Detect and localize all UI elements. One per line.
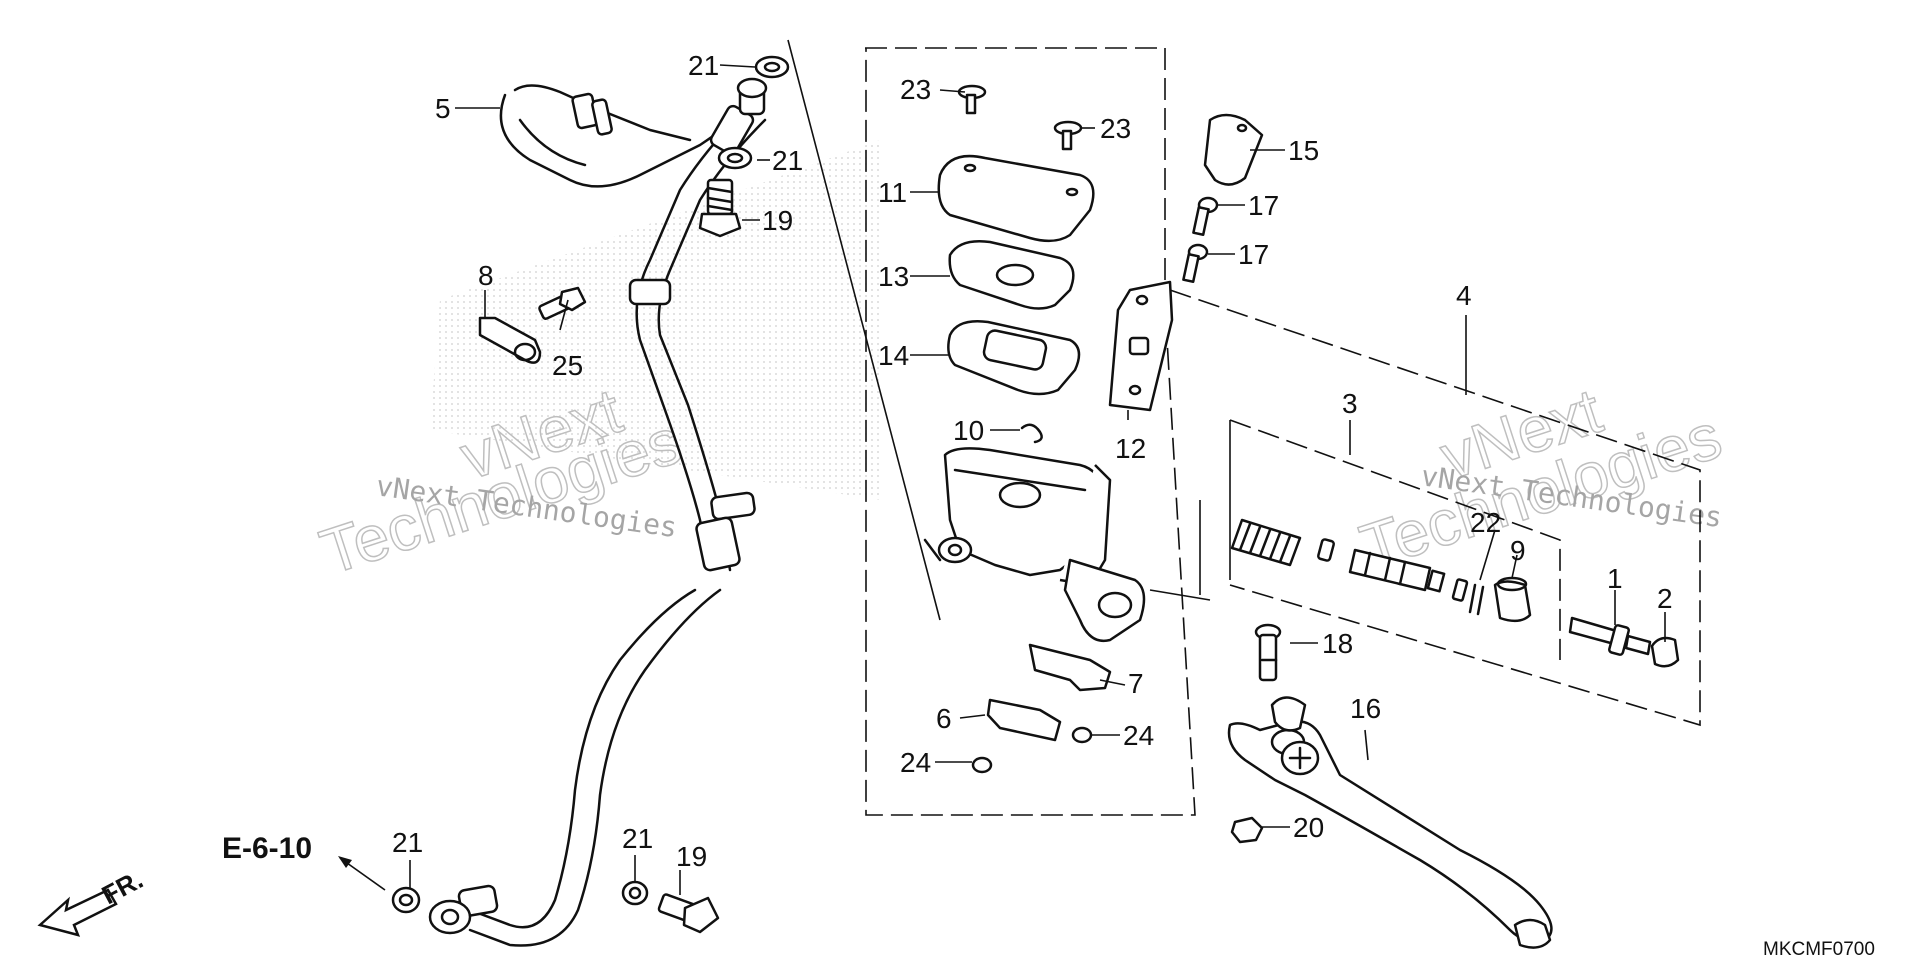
label-18: 18 <box>1322 628 1353 659</box>
label-17-lower: 17 <box>1238 239 1269 270</box>
label-19-bottom: 19 <box>676 841 707 872</box>
clip-10 <box>1020 423 1043 444</box>
label-21-top: 21 <box>688 50 719 81</box>
watermark-dot-pattern <box>430 140 880 500</box>
leader-lines <box>409 64 1666 895</box>
label-20: 20 <box>1293 812 1324 843</box>
label-3: 3 <box>1342 388 1358 419</box>
screw-23-right <box>1053 120 1083 151</box>
holder-12 <box>1108 280 1174 412</box>
washer-21-lower-left <box>391 886 421 914</box>
front-arrow-icon <box>37 888 118 937</box>
plate-13 <box>948 240 1075 310</box>
reference-arrow-icon <box>338 856 352 868</box>
reference-callout: E-6-10 <box>222 832 386 891</box>
switch-7 <box>1028 643 1112 692</box>
label-15: 15 <box>1288 135 1319 166</box>
label-1: 1 <box>1607 563 1623 594</box>
diaphragm-14 <box>947 320 1081 396</box>
screw-24-right <box>1071 726 1093 744</box>
assembly-4-outline <box>1169 289 1701 727</box>
label-24-right: 24 <box>1123 720 1154 751</box>
screw-23-left <box>957 84 987 115</box>
cap-2 <box>1650 636 1680 668</box>
spring <box>1230 518 1302 567</box>
switch-6 <box>986 698 1062 742</box>
master-cylinder-body <box>923 447 1146 643</box>
part-labels: 5 21 21 19 8 25 21 21 19 23 23 11 13 14 … <box>392 50 1673 872</box>
banjo-bolt-19-bottom <box>657 893 720 934</box>
diagram-code: MKCMF0700 <box>1763 939 1875 960</box>
piston-cup <box>1317 538 1335 562</box>
reference-label: E-6-10 <box>222 832 312 865</box>
nut-20 <box>1230 816 1264 844</box>
label-14: 14 <box>878 340 909 371</box>
label-4: 4 <box>1456 280 1472 311</box>
label-16: 16 <box>1350 693 1381 724</box>
banjo-bolt-19-top <box>698 178 742 238</box>
piston <box>1348 548 1446 593</box>
label-23-right: 23 <box>1100 113 1131 144</box>
front-direction-indicator: FR. <box>37 864 148 937</box>
washer-21-top <box>754 55 790 79</box>
lower-banjo-fitting <box>428 884 499 935</box>
seal <box>1451 578 1469 602</box>
label-24-left: 24 <box>900 747 931 778</box>
clutch-lever-16 <box>1227 696 1553 949</box>
screw-24-left <box>971 756 993 774</box>
label-17-upper: 17 <box>1248 190 1279 221</box>
watermark-right: vNext Technologies vNext Technologies <box>1351 373 1730 584</box>
washer-21-mid <box>717 146 753 170</box>
label-11: 11 <box>878 177 907 208</box>
push-rod-1 <box>1568 616 1652 656</box>
label-21-mid: 21 <box>772 145 803 176</box>
label-21-lower-left: 21 <box>392 827 423 858</box>
label-7: 7 <box>1128 668 1144 699</box>
label-5: 5 <box>435 93 451 124</box>
washer-21-lower-right <box>621 880 649 906</box>
label-22: 22 <box>1470 507 1501 538</box>
label-25: 25 <box>552 350 583 381</box>
label-21-lower-right: 21 <box>622 823 653 854</box>
pivot-bolt-18 <box>1254 623 1282 682</box>
label-10: 10 <box>953 415 984 446</box>
label-8: 8 <box>478 260 494 291</box>
screw-17-lower <box>1182 243 1209 284</box>
screw-17-upper <box>1192 196 1219 237</box>
boot-9 <box>1493 576 1532 623</box>
reservoir-cap-11 <box>937 154 1095 243</box>
label-9: 9 <box>1510 535 1526 566</box>
label-6: 6 <box>936 703 952 734</box>
upper-hose <box>499 84 747 188</box>
label-12: 12 <box>1115 433 1146 464</box>
label-13: 13 <box>878 261 909 292</box>
clamp-15 <box>1203 113 1264 186</box>
label-2: 2 <box>1657 583 1673 614</box>
main-hose <box>468 77 768 947</box>
label-23-left: 23 <box>900 74 931 105</box>
panel-line-left <box>787 39 941 621</box>
hose-clamp-8 <box>478 316 542 364</box>
snap-ring-22 <box>1468 583 1485 616</box>
panel-box <box>865 47 1196 816</box>
label-19-top: 19 <box>762 205 793 236</box>
assembly-3-outline <box>1229 419 1561 660</box>
